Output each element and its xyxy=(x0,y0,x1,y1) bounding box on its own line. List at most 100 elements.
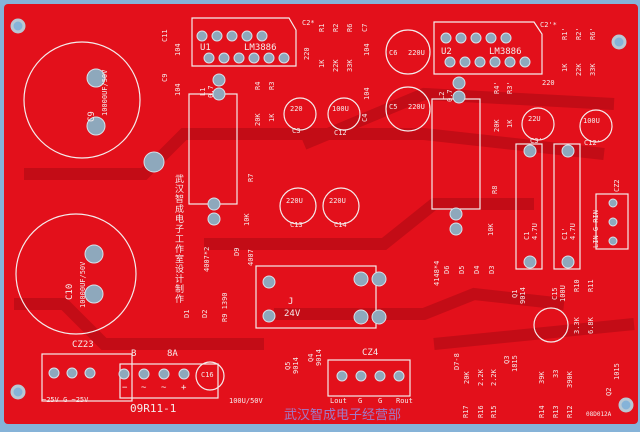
c2-value: 220 xyxy=(303,47,311,60)
r10-label: R10 xyxy=(573,279,581,292)
r16-value: 2.2K xyxy=(477,369,485,386)
r1-label: R1 xyxy=(318,23,326,32)
c3p-value: 22U xyxy=(528,115,541,123)
r6p-value: 33K xyxy=(589,63,597,76)
bridge-ac1: ~ xyxy=(141,383,147,393)
c4-value: 104 xyxy=(363,87,371,100)
q1-part: 9014 xyxy=(519,287,527,304)
cz2-label: CZ2 xyxy=(613,179,621,192)
bridge-ac2: ~ xyxy=(161,383,167,393)
watermark: 武汉智成电子经营部 xyxy=(284,408,402,423)
u1-label: U1 xyxy=(200,43,211,53)
c16-label: C16 xyxy=(201,371,214,379)
r2p-value: 22K xyxy=(575,63,583,76)
c1p-value: 4.7U xyxy=(569,223,577,240)
r11-label: R11 xyxy=(587,279,595,292)
q5-part: 9014 xyxy=(292,357,300,374)
l2-label: L2 xyxy=(438,91,446,100)
r4-label: R4 xyxy=(254,81,262,90)
u2-label: U2 xyxy=(441,47,452,57)
cz4-g2: G xyxy=(378,397,383,405)
d5-label: D5 xyxy=(458,265,466,274)
r17-value: 20K xyxy=(463,371,471,384)
c10-big-label: C10 xyxy=(65,283,75,300)
r14-label: R14 xyxy=(538,405,546,418)
c2-label: C2* xyxy=(302,19,315,27)
l2-value: 0.7 xyxy=(446,89,454,102)
r7-value: 10K xyxy=(243,213,251,226)
c9-big-label: C9 xyxy=(87,111,97,122)
board-code: 08D012A xyxy=(586,411,612,418)
r2-value: 22K xyxy=(332,59,340,72)
board-name: 09R11-1 xyxy=(130,402,177,415)
c9-big-value: 10000UF/50V xyxy=(101,69,109,116)
copper-traces xyxy=(14,87,635,350)
q3-part: 1815 xyxy=(511,355,519,372)
bridge-value: 8A xyxy=(167,349,178,359)
d1-label: D1 xyxy=(183,309,191,318)
c3-value: 220 xyxy=(290,105,303,113)
q3-label: Q3 xyxy=(503,355,511,364)
bridge-minus: − xyxy=(122,383,128,393)
c16-value: 100U/50V xyxy=(229,397,263,405)
c12-label: C12 xyxy=(334,129,347,137)
r1p-label: R1' xyxy=(561,27,569,40)
c14-label: C14 xyxy=(334,221,347,229)
relay-label: J xyxy=(288,297,294,307)
r12-label: R12 xyxy=(566,405,574,418)
q5-label: Q5 xyxy=(284,361,292,370)
r6-label: R6 xyxy=(346,23,354,32)
d4-label: D4 xyxy=(473,265,481,274)
c6-value: 220U xyxy=(408,49,425,57)
r3-value: 1K xyxy=(268,113,276,122)
pcb-board: C11 C9 104 104 U1 LM3886 U2 LM3886 C2* 2… xyxy=(4,4,638,424)
c12p-label: C12' xyxy=(584,139,601,147)
c7-value: 104 xyxy=(363,43,371,56)
c2p-label: C2'* xyxy=(540,21,557,29)
r6-value: 33K xyxy=(346,59,354,72)
maker-text: 武汉智成电子工作室设计制作 xyxy=(173,174,183,304)
r12-value: 390K xyxy=(566,371,574,388)
q2-part: 1015 xyxy=(613,363,621,380)
cz4-lout: Lout xyxy=(330,397,347,405)
r17-label: R17 xyxy=(462,405,470,418)
relay-value: 24V xyxy=(284,309,301,319)
d2-label: D2 xyxy=(201,309,209,318)
r4p-label: R4' xyxy=(493,81,501,94)
mounting-holes xyxy=(10,18,634,413)
q4-label: Q4 xyxy=(307,353,315,362)
q2-label: Q2 xyxy=(605,387,613,396)
solder-pads xyxy=(48,30,618,382)
q4-part: 9014 xyxy=(315,349,323,366)
r8-label: R8 xyxy=(491,185,499,194)
r7-label: R7 xyxy=(247,173,255,182)
c15-label: C15 xyxy=(551,287,559,300)
c4-label: C4 xyxy=(361,113,369,122)
c14-value: 220U xyxy=(329,197,346,205)
c1-label: C1 xyxy=(523,231,531,240)
c3p-label: C3' xyxy=(530,137,543,145)
cz4-g1: G xyxy=(358,397,363,405)
r1p-value: 1K xyxy=(561,63,569,72)
c1-value: 4.7U xyxy=(531,223,539,240)
u1-part: LM3886 xyxy=(244,43,277,53)
l1-label: L1 xyxy=(199,87,207,96)
c3-label: C3 xyxy=(292,127,301,135)
d9-label: D9 xyxy=(233,247,241,256)
r8-value: 10K xyxy=(487,223,495,236)
silkscreen-outlines xyxy=(15,17,629,402)
c11-value: 104 xyxy=(174,43,182,56)
r10-value: 3.3K xyxy=(573,317,581,334)
bridge-plus: + xyxy=(181,383,187,393)
r11-value: 6.8K xyxy=(587,317,595,334)
c10-big-value: 10000UF/50V xyxy=(79,261,87,308)
r15-value: 2.2K xyxy=(490,369,498,386)
cz4-label: CZ4 xyxy=(362,348,379,358)
c12-value: 100U xyxy=(332,105,349,113)
r16-label: R16 xyxy=(477,405,485,418)
r3p-label: R3' xyxy=(506,81,514,94)
r2-label: R2 xyxy=(332,23,340,32)
d6-label: D6 xyxy=(443,265,451,274)
l1-value: 0.7 xyxy=(207,85,215,98)
c9-label: C9 xyxy=(161,73,169,82)
